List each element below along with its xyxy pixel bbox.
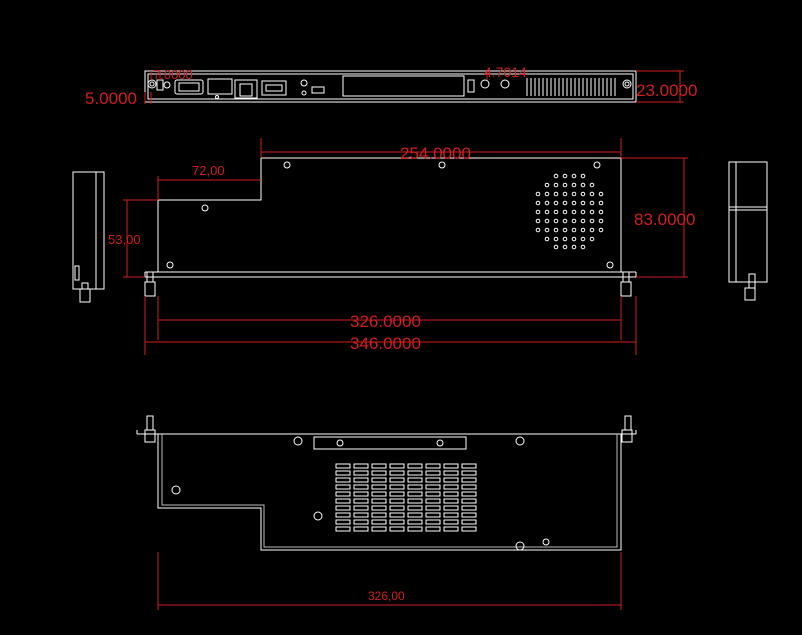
top-view — [123, 138, 688, 355]
dim-bottom-length: 326,00 — [368, 589, 405, 603]
front-panel-view — [144, 70, 684, 104]
dim-front-right: 4.7014 — [484, 64, 527, 80]
dim-step-width: 72,00 — [192, 163, 225, 178]
left-side-view — [72, 171, 105, 303]
front-vent-grill — [526, 78, 616, 96]
right-side-view — [728, 161, 768, 301]
top-vent-holes — [535, 173, 604, 250]
bottom-vent-slots — [335, 463, 477, 532]
bottom-view — [136, 415, 637, 610]
dim-overall-length: 346.0000 — [350, 334, 421, 353]
dim-inner-length: 326.0000 — [350, 312, 421, 331]
dim-front-left: 7.0000 — [153, 67, 193, 82]
dim-front-gap: 5.0000 — [85, 89, 137, 108]
dim-top-width: 254.0000 — [400, 144, 471, 163]
dim-front-height: 23.0000 — [636, 81, 697, 100]
dim-body-height: 83.0000 — [634, 210, 695, 229]
dim-step-height: 53,00 — [108, 232, 141, 247]
